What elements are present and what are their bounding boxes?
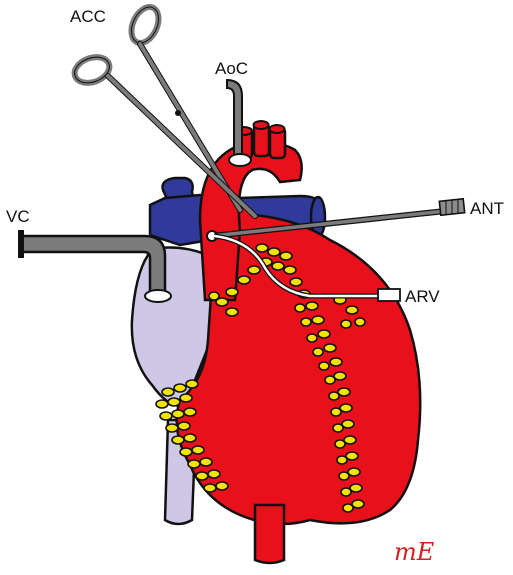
vc-cannula-cap [18, 230, 24, 258]
arv-connector [378, 289, 400, 301]
aoc-cannula [227, 80, 242, 155]
author-signature: mE [394, 538, 435, 566]
descending-vessel [255, 505, 284, 563]
label-vc: VC [6, 207, 30, 226]
label-arv: ARV [405, 287, 440, 306]
label-aoc: AoC [215, 59, 248, 78]
label-ant: ANT [470, 199, 504, 218]
vc-purse-string [145, 290, 171, 302]
aoc-purse-string [229, 154, 251, 166]
vessel-top-2 [254, 121, 269, 129]
label-acc: ACC [70, 7, 106, 26]
vessel-top-3 [270, 125, 285, 133]
